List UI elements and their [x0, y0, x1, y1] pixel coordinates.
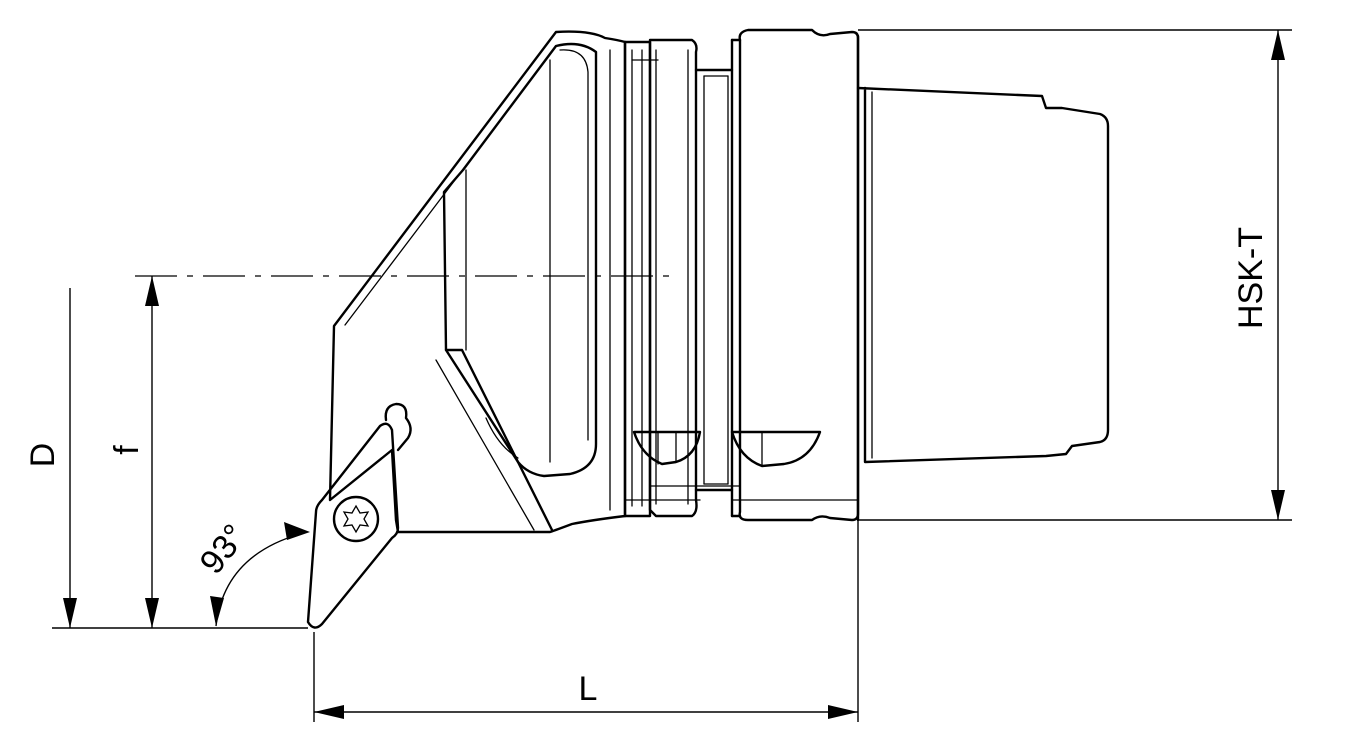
tool-body — [328, 30, 627, 534]
flange — [731, 28, 860, 522]
dimension-l — [313, 520, 859, 722]
neck-section — [609, 40, 659, 518]
dimension-f — [145, 276, 159, 628]
label-l: L — [579, 670, 598, 708]
label-angle: 93° — [193, 517, 255, 581]
hsk-shank — [856, 34, 1110, 522]
groove-rings — [625, 38, 742, 518]
label-d: D — [24, 443, 62, 468]
dimension-d — [52, 288, 308, 629]
label-f: f — [108, 445, 146, 455]
cutting-insert — [306, 402, 412, 629]
dimension-angle — [210, 522, 310, 627]
screw-countersinks — [632, 430, 822, 468]
insert-screw-hole — [332, 495, 380, 543]
label-hsk: HSK-T — [1232, 227, 1270, 329]
torx-star-icon — [342, 504, 370, 534]
dimension-hsk — [858, 29, 1292, 521]
